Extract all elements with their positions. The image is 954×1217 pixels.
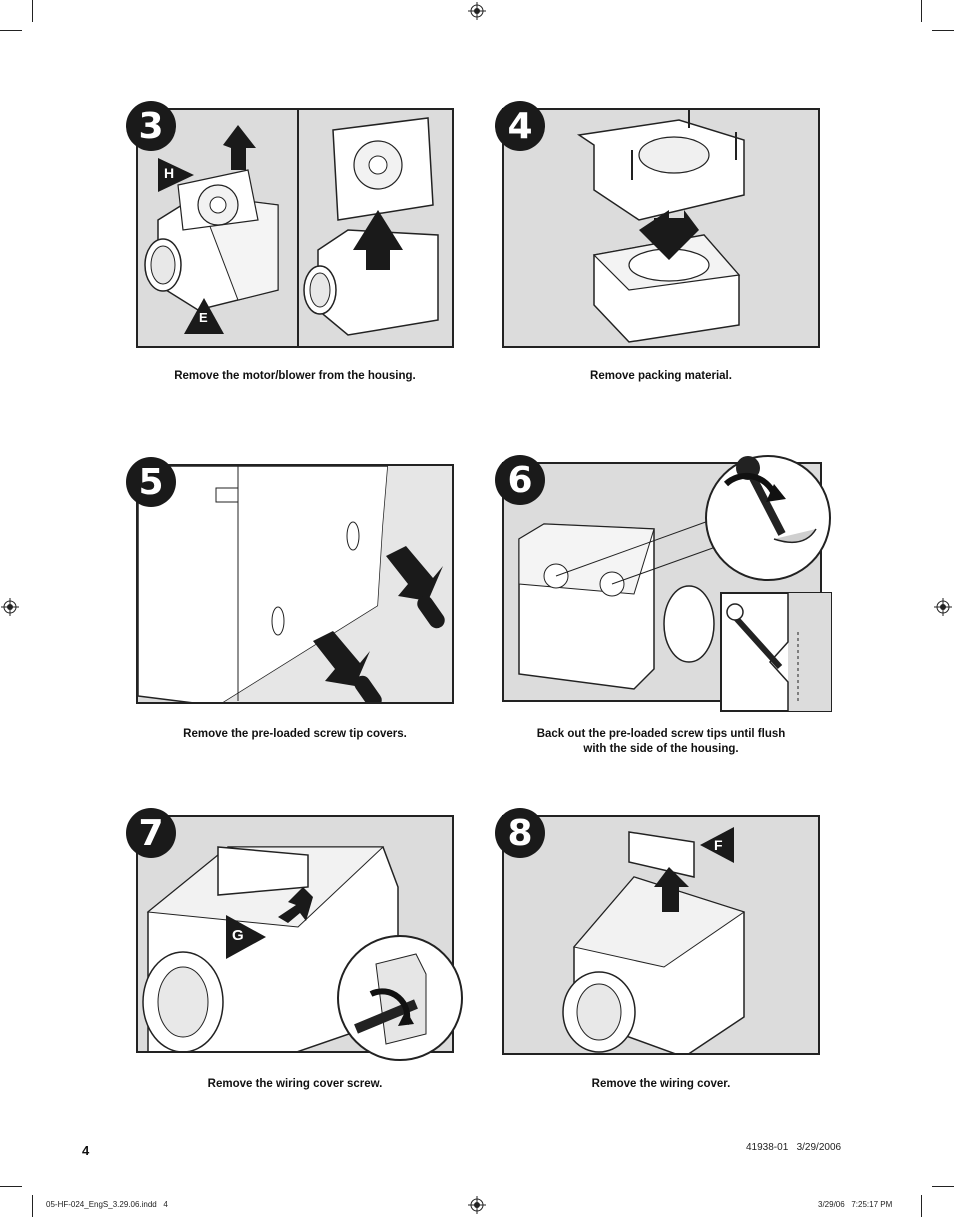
step-4-badge: 4	[495, 101, 545, 151]
step-8-caption: Remove the wiring cover.	[591, 1078, 731, 1090]
crop-mark	[932, 30, 954, 31]
registration-mark-icon	[934, 598, 952, 616]
step-5-illustration	[136, 464, 454, 704]
step-4-caption: Remove packing material.	[590, 370, 732, 382]
step-3-label-h: H	[164, 165, 175, 181]
crop-mark	[932, 1186, 954, 1187]
registration-mark-icon	[468, 2, 486, 20]
step-4-illustration	[502, 108, 820, 348]
crop-mark	[921, 1195, 922, 1217]
crop-mark	[32, 0, 33, 22]
crop-mark	[32, 1195, 33, 1217]
step-3-badge: 3	[126, 101, 176, 151]
page-number: 4	[82, 1143, 90, 1158]
step-7-label-g: G	[232, 927, 244, 944]
registration-mark-icon	[468, 1196, 486, 1214]
step-3-label-e: E	[199, 310, 208, 325]
step-5-badge: 5	[126, 457, 176, 507]
step-6-detail-magnifier	[705, 455, 831, 581]
step-6-caption-line-2: with the side of the housing.	[583, 743, 739, 755]
step-6-side-detail	[720, 592, 832, 712]
step-8-badge: 8	[495, 808, 545, 858]
step-3-caption: Remove the motor/blower from the housing…	[174, 370, 416, 382]
crop-mark	[0, 30, 22, 31]
step-8-illustration: F	[502, 815, 820, 1055]
step-7-caption: Remove the wiring cover screw.	[207, 1078, 383, 1090]
registration-mark-icon	[1, 598, 19, 616]
slug-left: 05-HF-024_EngS_3.29.06.indd 4	[46, 1200, 168, 1209]
step-7-detail-magnifier	[337, 935, 463, 1061]
crop-mark	[0, 1186, 22, 1187]
step-5-caption: Remove the pre-loaded screw tip covers.	[183, 728, 407, 740]
step-3-illustration: H E	[136, 108, 454, 348]
slug-right: 3/29/06 7:25:17 PM	[818, 1200, 893, 1209]
step-6-caption-line-1: Back out the pre-loaded screw tips until…	[536, 728, 786, 740]
crop-mark	[921, 0, 922, 22]
step-8-label-f: F	[714, 837, 723, 853]
step-6-badge: 6	[495, 455, 545, 505]
step-7-badge: 7	[126, 808, 176, 858]
document-code: 41938-01 3/29/2006	[746, 1142, 842, 1153]
